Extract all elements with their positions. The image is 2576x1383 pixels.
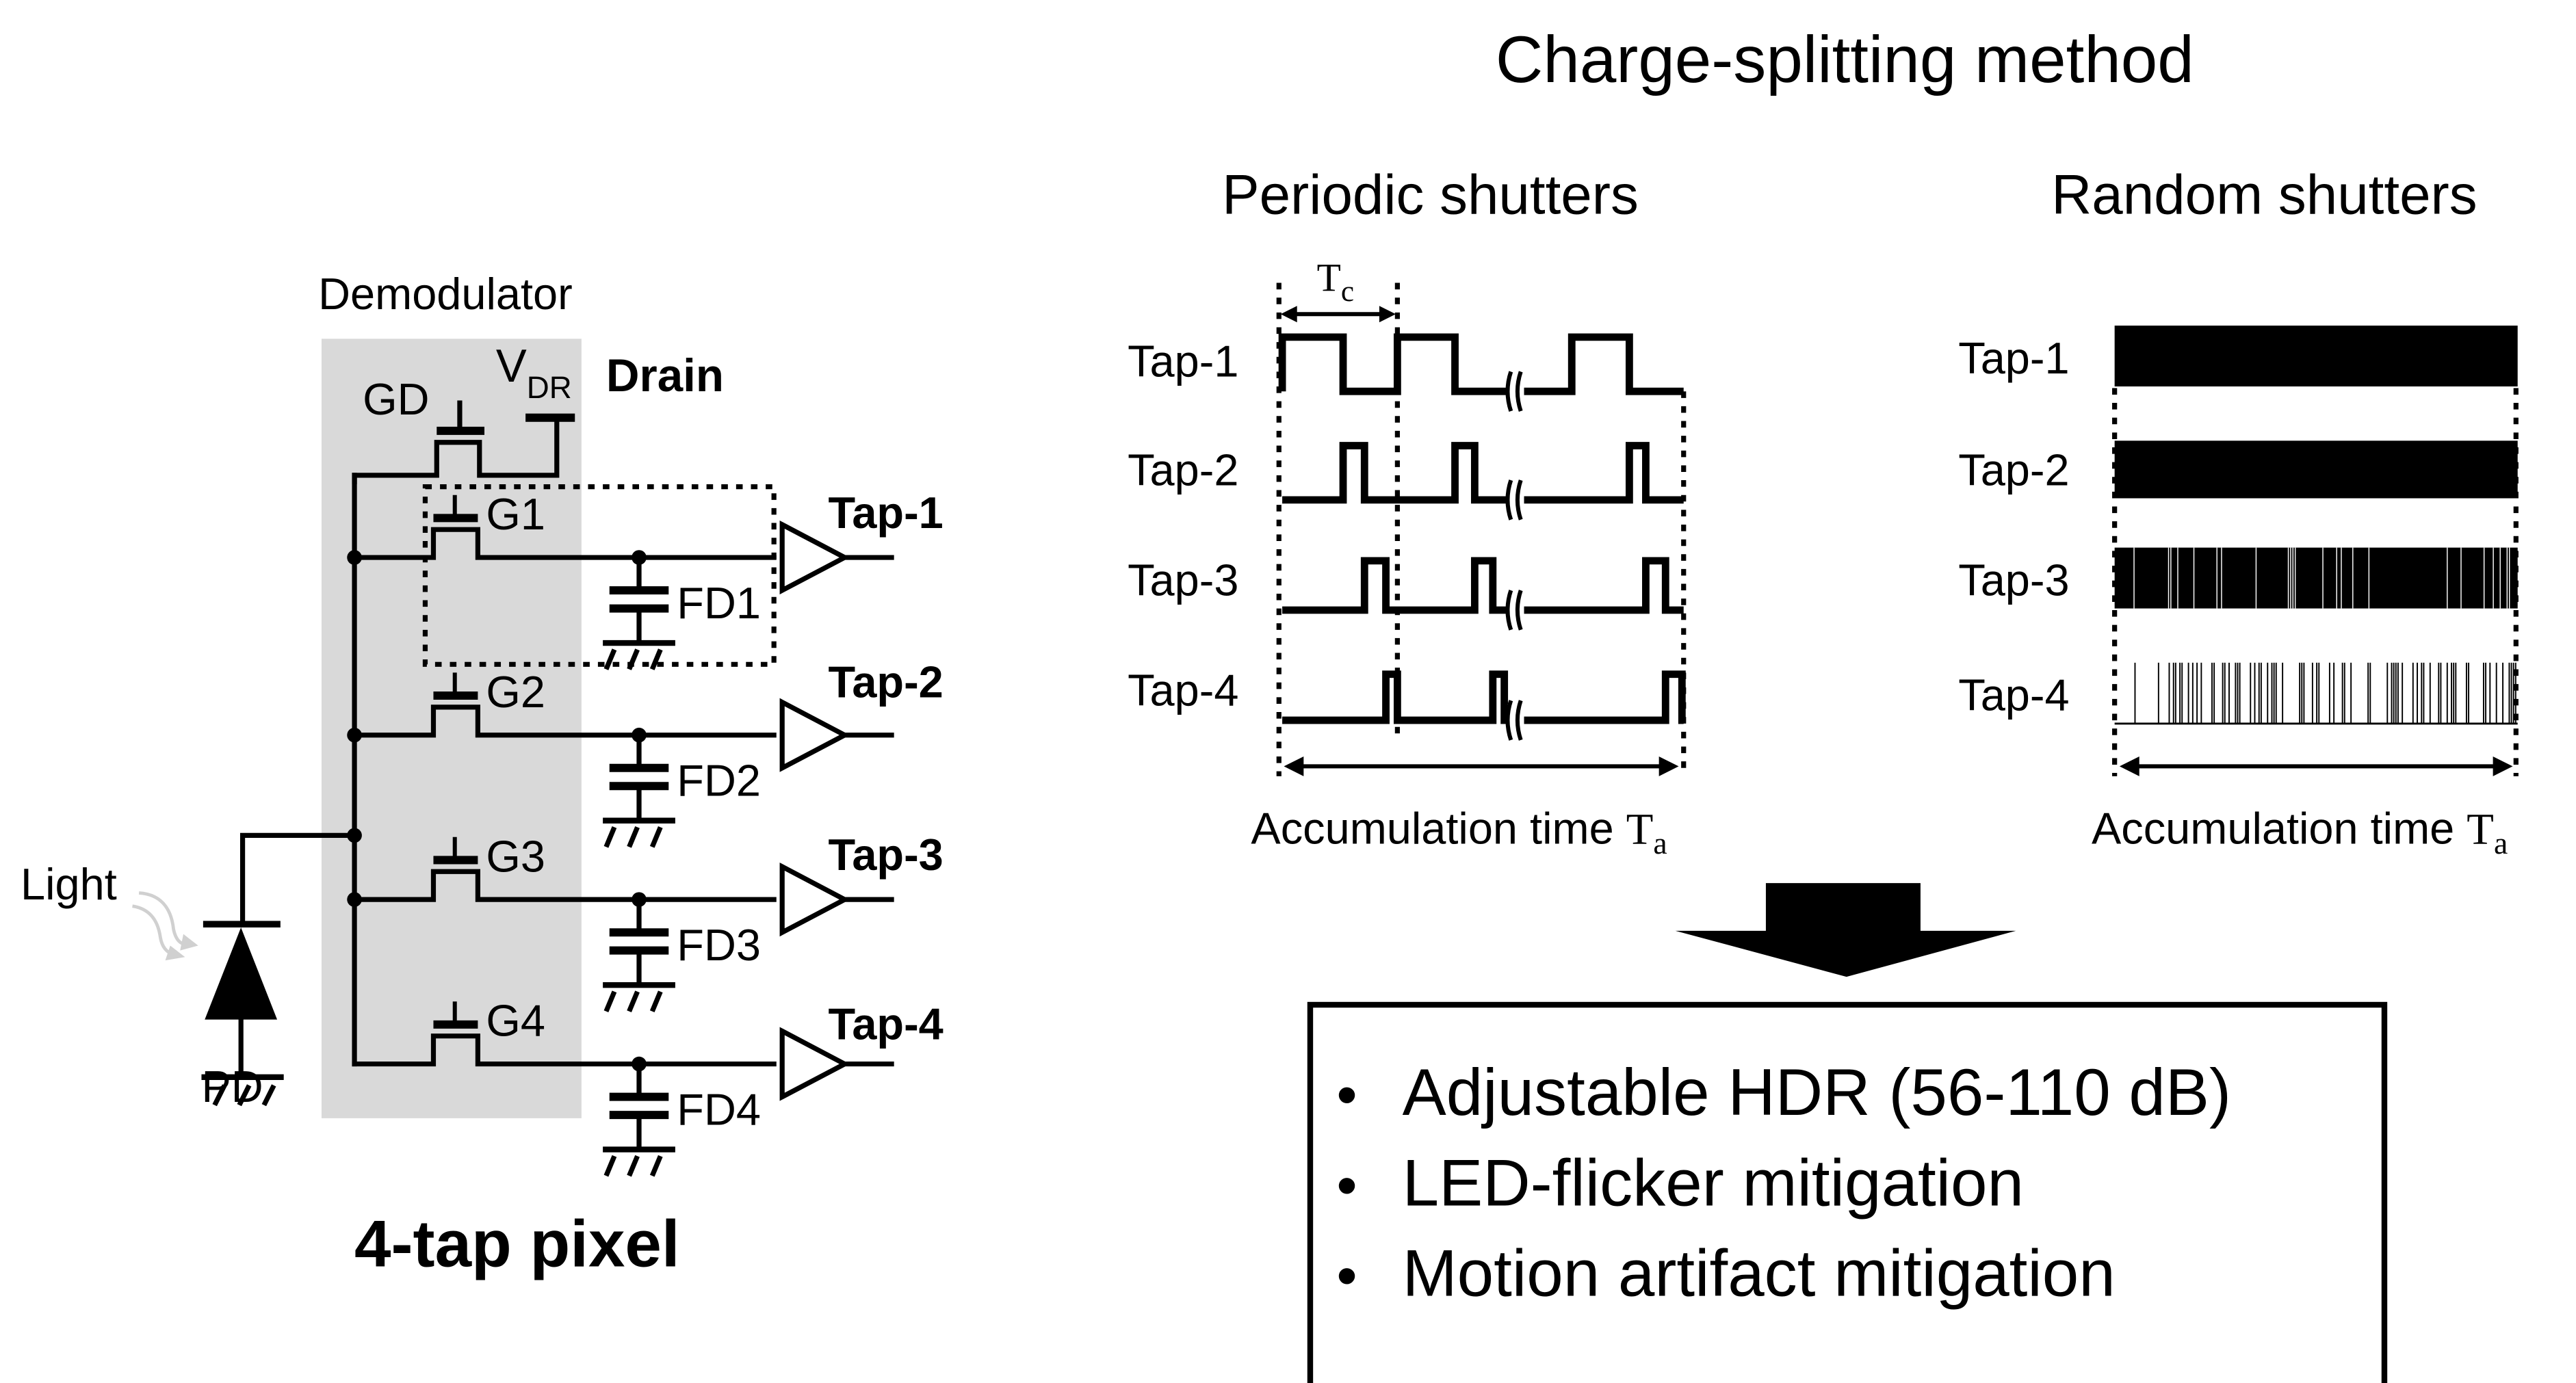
time-break-icon <box>1505 590 1524 631</box>
periodic-tap-label: Tap-4 <box>1128 665 1238 715</box>
periodic-tap-label: Tap-3 <box>1128 555 1238 605</box>
accumulation-arrow-icon <box>1284 756 1679 776</box>
node-dot <box>347 828 362 843</box>
periodic-shutters-panel: Periodic shutters Tc Tap-1Tap-2Tap-3Tap-… <box>1128 164 1687 860</box>
drain-label: Drain <box>606 350 724 401</box>
random-accumulation-arrow-icon <box>2119 756 2513 776</box>
benefit-bullet: • <box>1336 1243 1357 1309</box>
time-break-icon <box>1505 371 1524 412</box>
periodic-waveform <box>1278 333 1684 395</box>
pd-wire <box>239 832 357 927</box>
pixel-circuit: Demodulator GD VDR Drain P <box>21 269 777 1118</box>
fd-label: FD1 <box>677 578 761 628</box>
gate-label: G4 <box>486 996 545 1046</box>
gd-label: GD <box>363 374 429 424</box>
fd-label: FD3 <box>677 920 761 970</box>
time-break-icon <box>1505 479 1524 521</box>
periodic-waveform <box>1282 442 1684 504</box>
random-shutter-pattern <box>2114 662 2518 725</box>
light-label: Light <box>21 859 117 909</box>
tap1-highlight-box <box>422 484 777 667</box>
benefit-item: LED-flicker mitigation <box>1403 1146 2024 1220</box>
time-break-icon <box>1505 700 1524 741</box>
tc-arrow-icon <box>1280 306 1396 323</box>
random-tap-label: Tap-2 <box>1958 445 2069 495</box>
periodic-accum-label: Accumulation time Ta <box>1251 803 1667 860</box>
pixel-title: 4-tap pixel <box>354 1207 680 1280</box>
fd-label: FD2 <box>677 756 761 806</box>
vdr-label: VDR <box>496 341 572 405</box>
buffer-amplifier-icon <box>779 1027 850 1101</box>
gate-label: G3 <box>486 831 545 881</box>
pd-label: PD <box>201 1062 263 1111</box>
demodulator-label: Demodulator <box>318 269 573 319</box>
fd-label: FD4 <box>677 1085 761 1135</box>
periodic-tap-label: Tap-1 <box>1128 337 1238 386</box>
light-arrow-icon <box>132 891 198 961</box>
tap-output-label: Tap-2 <box>829 657 944 707</box>
periodic-tap-label: Tap-2 <box>1128 445 1238 495</box>
node-dot <box>632 727 647 743</box>
gd-transistor <box>352 400 575 485</box>
random-tap-label: Tap-3 <box>1958 555 2069 605</box>
ground-icon <box>201 1074 284 1107</box>
random-shutter-pattern <box>2114 440 2518 499</box>
periodic-title: Periodic shutters <box>1222 164 1639 226</box>
tc-label: Tc <box>1317 257 1354 308</box>
ground-icon <box>603 640 675 670</box>
buffer-amplifier-icon <box>779 698 850 772</box>
periodic-waveform <box>1282 557 1684 614</box>
tap-output-label: Tap-1 <box>829 488 944 538</box>
benefit-bullet: • <box>1336 1152 1357 1218</box>
photodiode <box>201 921 284 1107</box>
random-accum-label: Accumulation time Ta <box>2092 803 2508 860</box>
benefit-bullet: • <box>1336 1062 1357 1128</box>
random-shutter-pattern <box>2114 547 2518 609</box>
random-shutter-pattern <box>2114 326 2518 387</box>
demodulator-region <box>321 339 582 1118</box>
ground-icon <box>603 982 675 1013</box>
tap-output-label: Tap-4 <box>829 999 944 1049</box>
benefit-item: Adjustable HDR (56-110 dB) <box>1403 1056 2231 1129</box>
periodic-waveform <box>1282 670 1686 724</box>
down-arrow-icon <box>1675 883 2016 977</box>
benefits-list: • Adjustable HDR (56-110 dB) • LED-flicker … <box>1336 1056 2231 1310</box>
method-title: Charge-splitting method <box>1496 23 2194 96</box>
random-tap-label: Tap-4 <box>1958 670 2069 720</box>
random-title: Random shutters <box>2051 164 2477 226</box>
benefits-box: • Adjustable HDR (56-110 dB) • LED-flicker … <box>1307 1001 2388 1383</box>
benefit-item: Motion artifact mitigation <box>1403 1237 2116 1310</box>
tap-output-label: Tap-3 <box>829 830 944 880</box>
ground-icon <box>603 817 675 848</box>
gate-label: G2 <box>486 667 545 717</box>
random-tap-label: Tap-1 <box>1958 333 2069 383</box>
ground-icon <box>603 1146 675 1177</box>
buffer-amplifier-icon <box>779 862 850 937</box>
buffer-amplifier-icon <box>779 520 850 595</box>
gate-label: G1 <box>486 489 545 539</box>
